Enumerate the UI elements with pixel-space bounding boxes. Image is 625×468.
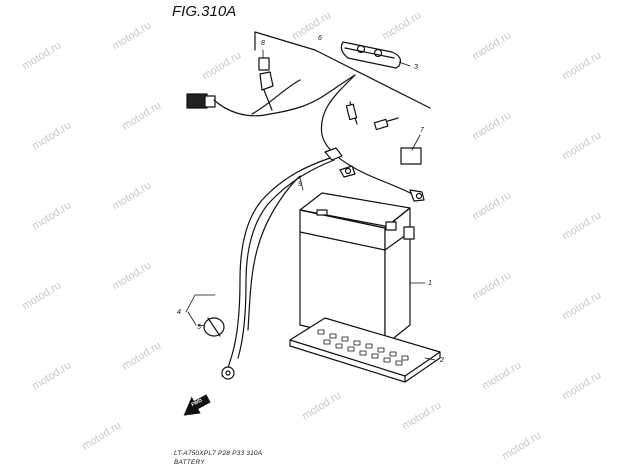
callout-8: 8 [261, 40, 265, 47]
battery-tray [289, 317, 441, 383]
callout-labels: 1 2 3 4 5 6 7 8 9 [177, 35, 444, 364]
callout-6: 6 [318, 35, 322, 42]
battery-lead-wire [231, 147, 356, 359]
callout-1: 1 [428, 280, 432, 287]
battery [299, 192, 415, 346]
battery-holder-strap [340, 41, 402, 69]
callout-3: 3 [414, 64, 418, 71]
figure-title: FIG.310A [172, 3, 237, 20]
wire-coupler [186, 74, 356, 117]
callout-5: 5 [197, 324, 201, 331]
fuse-holder [258, 57, 274, 111]
fwd-label: FWD [190, 397, 203, 408]
footer-figure-name: BATTERY [174, 459, 205, 466]
callout-2: 2 [439, 357, 444, 364]
battery-cable [203, 317, 235, 380]
callout-9: 9 [298, 181, 302, 188]
starter-relay-lead [320, 74, 425, 202]
callout-7: 7 [420, 127, 425, 134]
leader-lines [185, 49, 436, 361]
forward-direction-arrow: FWD [183, 394, 211, 416]
group-6-bracket [254, 31, 431, 109]
footer-model-code: LT-A750XPL7 P28 P33 310A [174, 450, 263, 457]
callout-4: 4 [177, 309, 181, 316]
